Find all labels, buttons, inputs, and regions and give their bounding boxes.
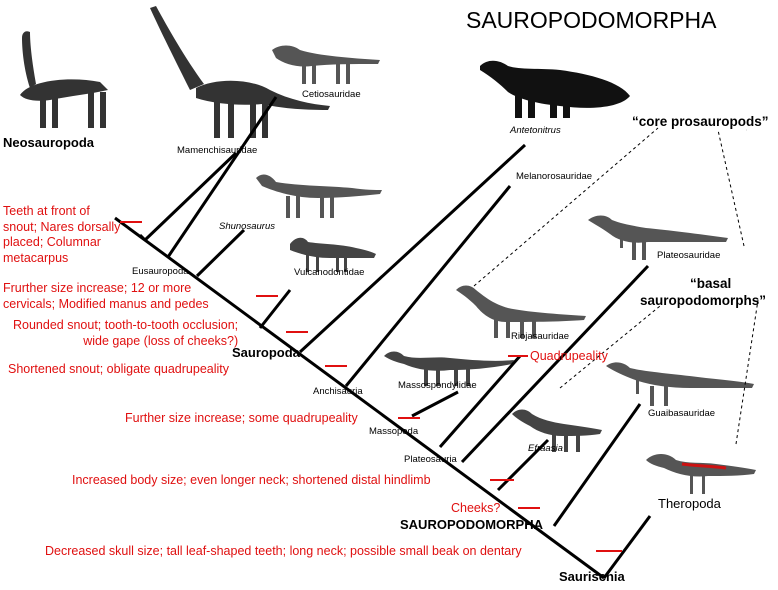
node-anchisauria: Anchisauria <box>313 386 363 397</box>
taxon-neosauropoda: Neosauropoda <box>3 135 95 150</box>
diagram-title: SAUROPODOMORPHA <box>466 7 717 33</box>
taxon-melanorosauridae: Melanorosauridae <box>516 171 593 182</box>
taxon-antetonitrus: Antetonitrus <box>510 125 561 136</box>
mamenchisaurid-skeleton-icon <box>150 6 330 138</box>
cladogram-branches <box>114 96 652 580</box>
node-sauropoda: Sauropoda <box>232 345 300 360</box>
taxon-guaibasauridae: Guaibasauridae <box>648 408 716 419</box>
taxon-massospondylidae: Massospondylidae <box>398 380 477 391</box>
taxon-plateosauridae: Plateosauridae <box>657 250 721 261</box>
character-further-size: Further size increase; some quadrupealit… <box>125 411 358 425</box>
taxon-efraasia: Efraasia <box>528 443 563 454</box>
character-size-cervicals: Frurther size increase; 12 or more cervi… <box>3 281 209 311</box>
character-teeth: Teeth at front of snout; Nares dorsally … <box>3 204 121 265</box>
massospondylid-skeleton-icon <box>384 351 514 386</box>
node-massopoda: Massopoda <box>369 426 419 437</box>
shunosaurus-skeleton-icon <box>256 174 382 218</box>
character-rounded-snout: Rounded snout; tooth-to-tooth occlusion;… <box>13 318 239 348</box>
plateosaurid-skeleton-icon <box>588 215 728 260</box>
taxon-mamenchisauridae: Mamenchisauridae <box>177 145 258 156</box>
taxon-cetiosauridae: Cetiosauridae <box>302 89 361 100</box>
character-quadrupeality: Quadrupeality <box>530 349 608 363</box>
taxon-vulcanodontidae: Vulcanodontidae <box>294 267 365 278</box>
group-core-prosauropods: “core prosauropods” <box>632 114 769 129</box>
theropod-skeleton-icon <box>646 454 756 494</box>
taxon-shunosaurus: Shunosaurus <box>219 221 275 232</box>
vulcanodontid-skeleton-icon <box>290 237 376 272</box>
riojasaurid-skeleton-icon <box>456 285 586 338</box>
character-ticks <box>120 221 622 552</box>
group-basal-line1: “basal <box>690 276 732 291</box>
antetonitrus-skeleton-icon <box>480 60 630 118</box>
character-increased-size: Increased body size; even longer neck; s… <box>72 473 431 487</box>
node-plateosauria: Plateosauria <box>404 454 457 465</box>
character-decreased-skull: Decreased skull size; tall leaf-shaped t… <box>45 544 522 558</box>
character-shortened-snout: Shortened snout; obligate quadrupeality <box>8 362 229 376</box>
node-sauropodomorpha: SAUROPODOMORPHA <box>400 517 544 532</box>
character-cheeks: Cheeks? <box>451 501 501 515</box>
efraasia-skeleton-icon <box>512 409 602 452</box>
neosauropod-skeleton-icon <box>20 31 108 128</box>
node-saurischia: Saurischia <box>559 569 625 584</box>
guaibasaurid-skeleton-icon <box>606 362 754 406</box>
group-basal-line2: sauropodomorphs” <box>640 293 767 308</box>
taxon-riojasauridae: Riojasauridae <box>511 331 570 342</box>
node-eusauropoda: Eusauropoda <box>132 266 189 277</box>
group-brackets <box>473 127 759 445</box>
taxon-theropoda: Theropoda <box>658 496 721 511</box>
cetiosaurid-skeleton-icon <box>272 45 380 84</box>
